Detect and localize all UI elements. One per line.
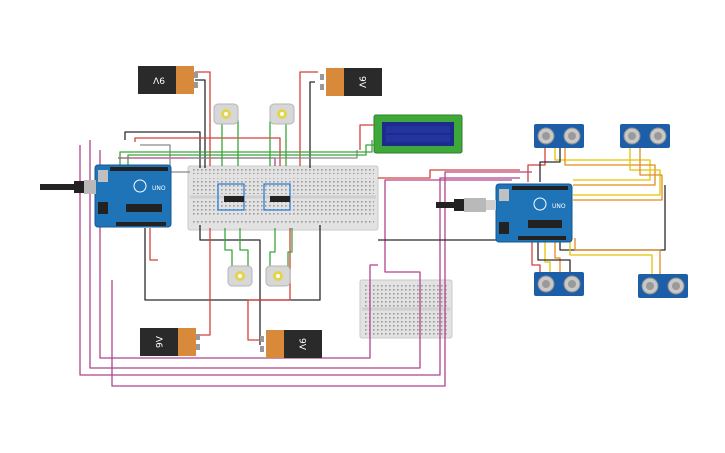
wiring xyxy=(79,71,666,387)
wire xyxy=(299,71,318,166)
wire xyxy=(140,144,190,173)
wire xyxy=(195,71,211,166)
battery-9v-2[interactable]: 9V xyxy=(320,68,382,96)
battery-9v-1[interactable]: 9V xyxy=(138,66,198,94)
battery-label: 9V xyxy=(297,338,307,351)
wire xyxy=(309,81,315,168)
wire xyxy=(111,171,532,387)
wire xyxy=(527,148,546,182)
dc-motor-3[interactable] xyxy=(227,265,253,287)
battery-label: 9V xyxy=(357,76,367,89)
wire xyxy=(124,131,201,168)
wire xyxy=(89,140,512,369)
wire xyxy=(200,228,211,336)
wire xyxy=(285,119,290,166)
dc-motor-1[interactable] xyxy=(213,103,239,125)
ultrasonic-sensor-3[interactable] xyxy=(534,272,584,296)
wire xyxy=(239,228,249,268)
wire xyxy=(537,240,571,278)
wire xyxy=(215,119,223,166)
usb-cable-right[interactable] xyxy=(436,198,496,212)
wire xyxy=(144,225,321,301)
battery-9v-4[interactable]: 9V xyxy=(260,330,322,358)
arduino-uno-left[interactable]: UNO xyxy=(94,164,172,228)
usb-cable-left[interactable] xyxy=(40,180,96,194)
wire xyxy=(569,240,653,277)
board-model-label: UNO xyxy=(152,185,166,192)
wire xyxy=(554,148,651,181)
wire xyxy=(539,148,561,182)
wire xyxy=(574,238,661,277)
wire xyxy=(199,225,261,345)
wire xyxy=(127,144,376,165)
ultrasonic-sensor-2[interactable] xyxy=(620,124,670,148)
battery-9v-3[interactable]: 9V xyxy=(140,328,200,356)
motor-driver-left[interactable] xyxy=(224,196,244,202)
lcd-display[interactable] xyxy=(373,114,463,154)
motor-driver-right[interactable] xyxy=(270,196,290,202)
wire xyxy=(378,169,520,179)
wire xyxy=(232,119,239,166)
battery-label: 9V xyxy=(156,335,166,348)
wire xyxy=(149,228,158,261)
dc-motor-4[interactable] xyxy=(265,265,291,287)
wire xyxy=(573,148,663,201)
wire xyxy=(544,240,551,278)
wire xyxy=(99,150,378,359)
ultrasonic-sensor-4[interactable] xyxy=(638,274,688,298)
wire xyxy=(79,145,520,376)
wire xyxy=(119,140,373,165)
board-model-label: UNO xyxy=(552,203,566,210)
wire xyxy=(224,228,233,268)
wire xyxy=(287,228,293,268)
arduino-uno-right[interactable]: UNO xyxy=(495,183,573,243)
wire xyxy=(188,150,358,159)
wire xyxy=(195,79,206,168)
wire xyxy=(531,240,541,278)
wire xyxy=(554,240,561,278)
ultrasonic-sensor-1[interactable] xyxy=(534,124,584,148)
dc-motor-2[interactable] xyxy=(269,103,295,125)
wire xyxy=(573,148,661,196)
wire xyxy=(269,228,276,268)
small-breadboard[interactable] xyxy=(359,279,453,339)
wire xyxy=(269,121,275,166)
wire xyxy=(564,148,656,186)
wire xyxy=(359,124,376,150)
battery-label: 9V xyxy=(152,75,165,85)
